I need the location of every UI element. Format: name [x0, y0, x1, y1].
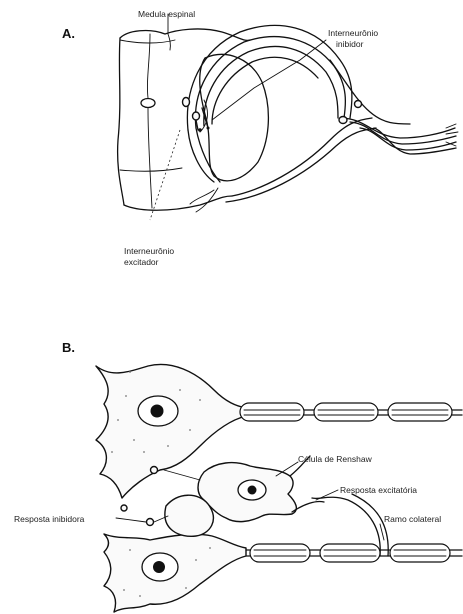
- renshaw-cell: [198, 456, 324, 522]
- myelin-segment: [388, 403, 452, 421]
- excitatory-interneuron-label-line1: Interneurônio: [124, 246, 174, 256]
- panel-a-label: A.: [62, 26, 75, 41]
- lower-axon: [246, 544, 462, 562]
- medula-label: Medula espinal: [138, 9, 195, 19]
- renshaw-label: Célula de Renshaw: [298, 454, 373, 464]
- panel-a: A.: [62, 9, 458, 267]
- myelin-segment: [320, 544, 380, 562]
- grey-matter-outline: [200, 54, 269, 180]
- excitatory-interneuron-label-line2: excitador: [124, 257, 159, 267]
- spinal-cord-outline: [118, 29, 250, 210]
- upper-axon: [240, 403, 462, 421]
- central-canal: [141, 99, 155, 108]
- myelin-segment: [314, 403, 378, 421]
- inhibitory-response-label: Resposta inibidora: [14, 514, 85, 524]
- interneuron-cells: [183, 98, 362, 132]
- myelin-segment: [250, 544, 310, 562]
- myelin-segment: [390, 544, 450, 562]
- neural-tracts: [187, 25, 458, 212]
- interneuron-label-line2: inibidor: [336, 39, 364, 49]
- panel-b: B.: [14, 340, 462, 612]
- interneuron-label-line1: Interneurônio: [328, 28, 378, 38]
- myelin-segment: [240, 403, 304, 421]
- excitatory-response-label: Resposta excitatória: [340, 485, 417, 495]
- collateral-label: Ramo colateral: [384, 514, 441, 524]
- panel-b-label: B.: [62, 340, 75, 355]
